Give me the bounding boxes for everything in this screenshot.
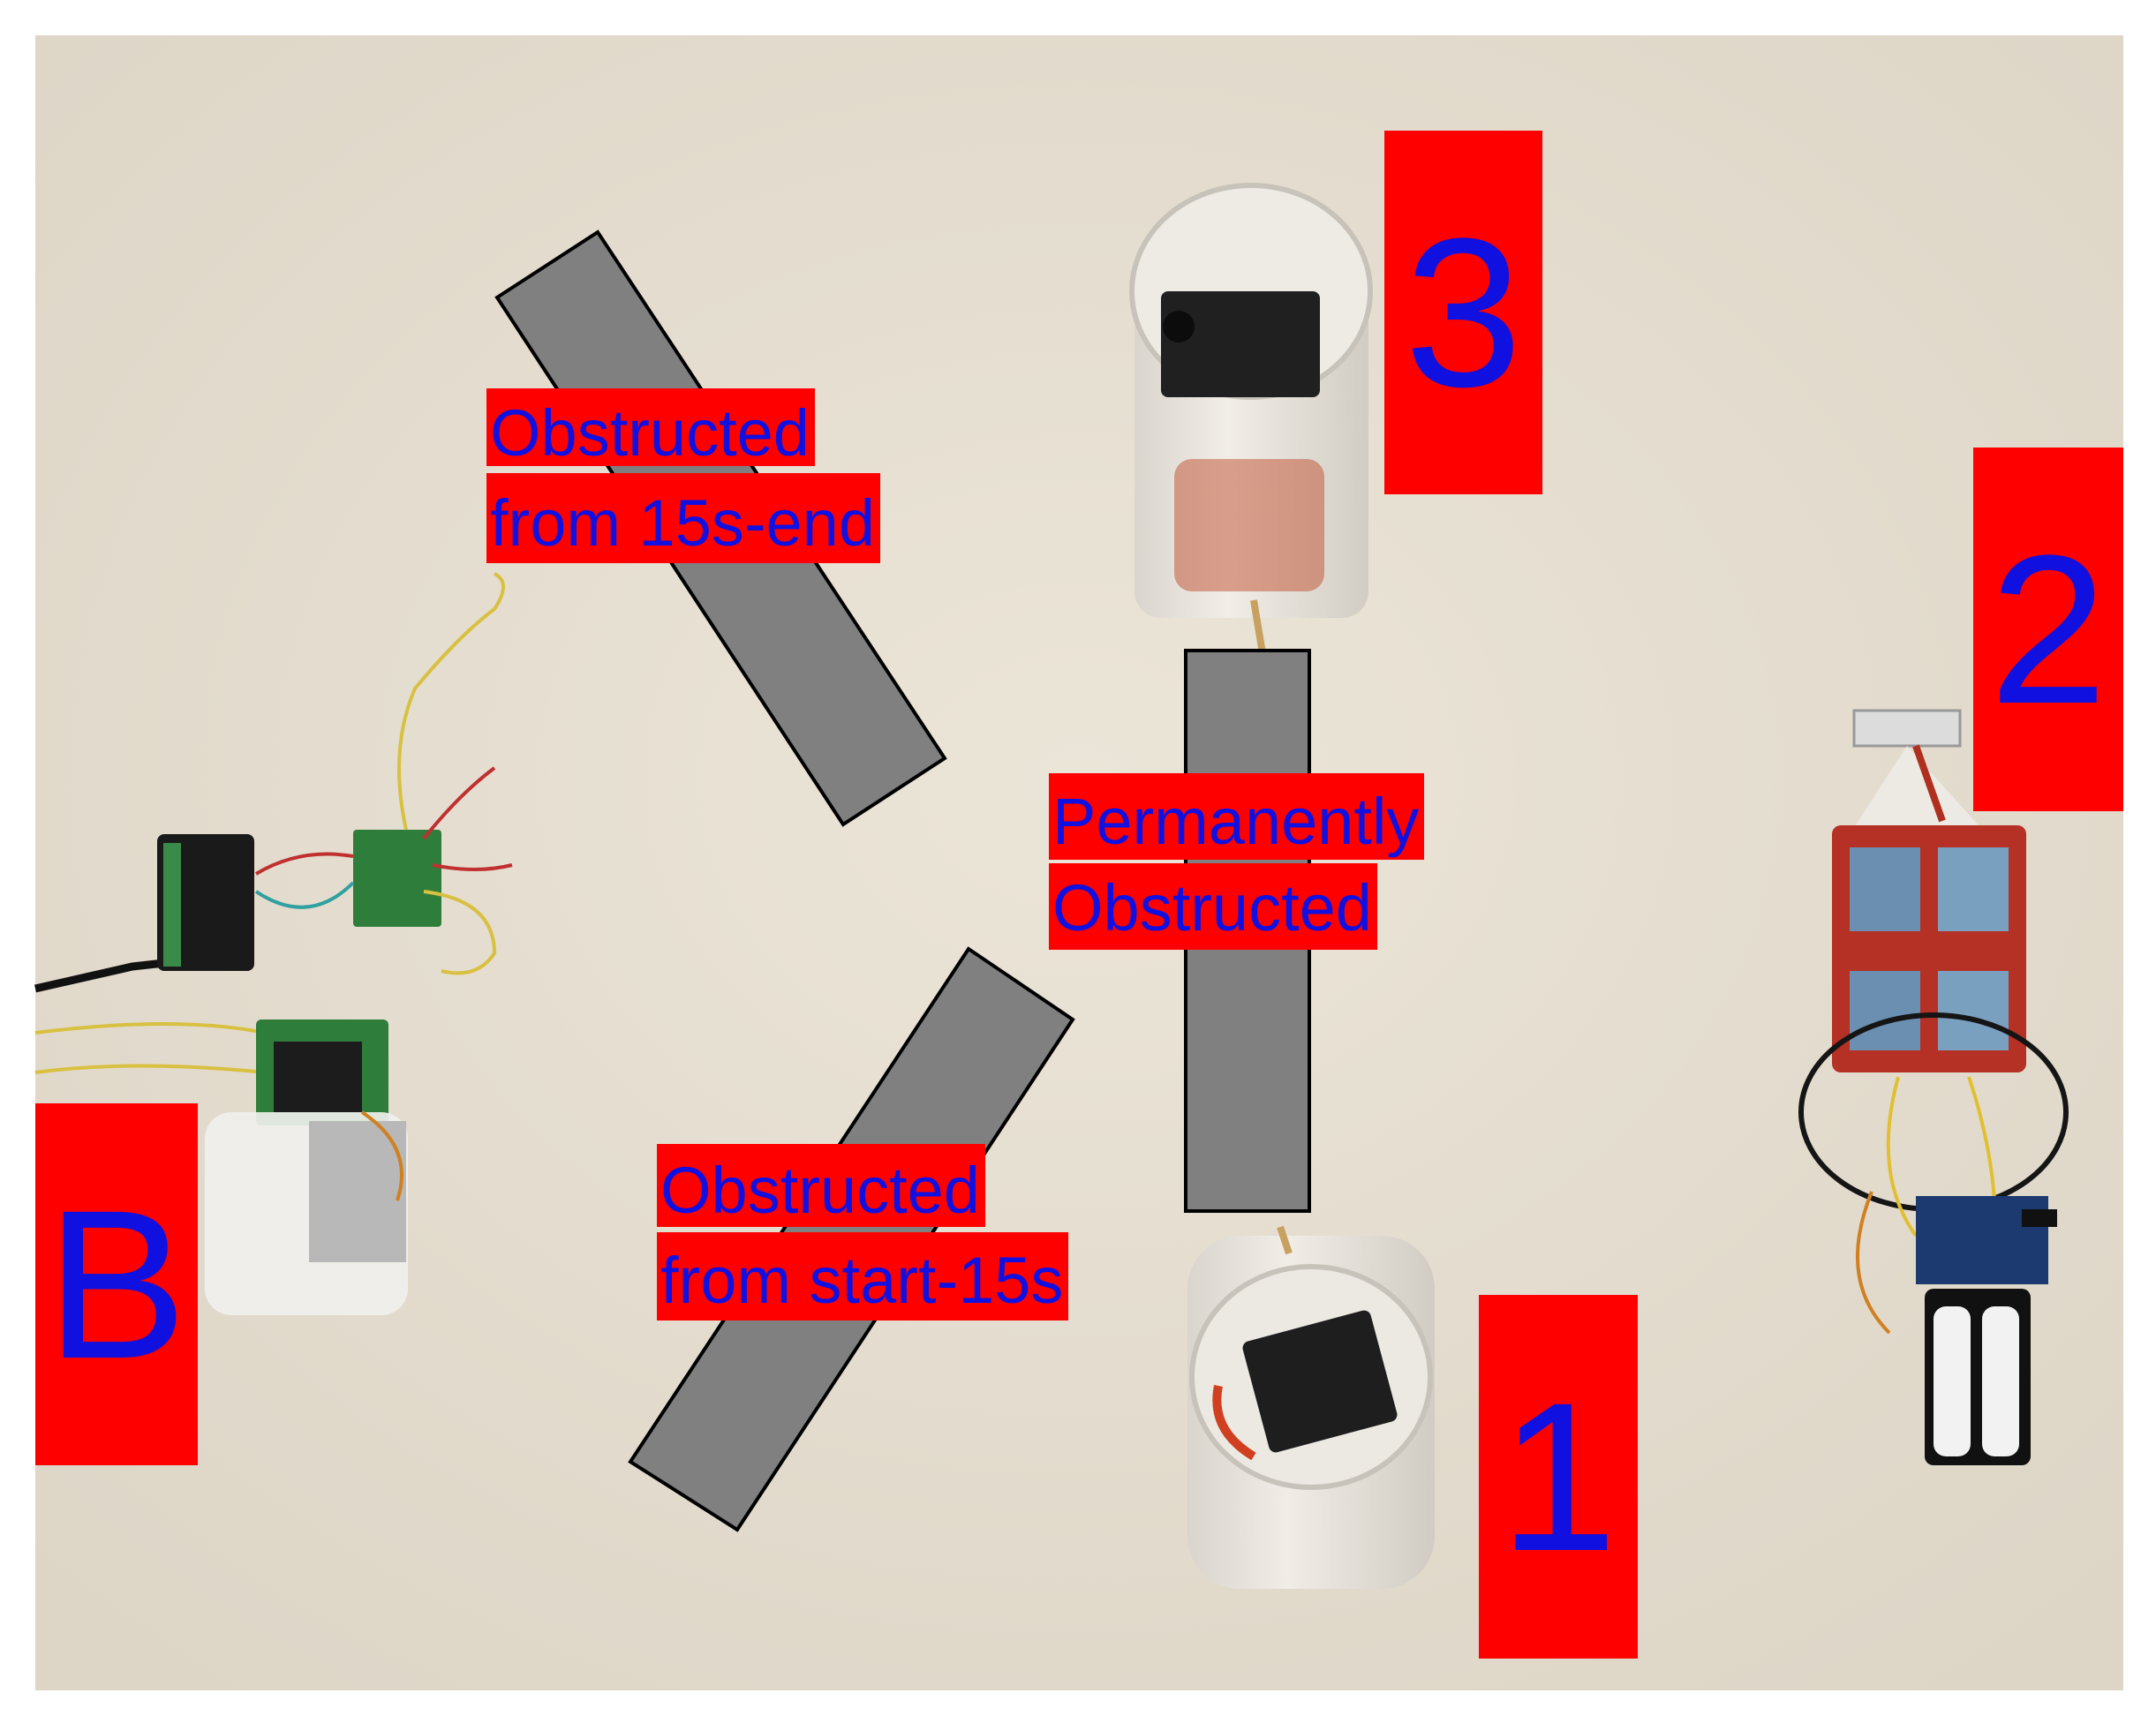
marker-node-2: 2 xyxy=(1973,448,2123,811)
obstacle-top-left-label-line2: from 15s-end xyxy=(486,473,880,563)
obstacle-bottom-label-line1: Obstructed xyxy=(657,1144,985,1227)
marker-node-1: 1 xyxy=(1479,1295,1638,1659)
marker-base-station: B xyxy=(35,1103,198,1465)
obstacle-center-label-line1: Permanently xyxy=(1049,773,1425,860)
node-2-hardware xyxy=(1798,709,2069,1465)
obstacle-top-left-label-line1: Obstructed xyxy=(486,388,815,466)
node-1-hardware xyxy=(1187,1225,1435,1589)
obstacle-center-label-line2: Obstructed xyxy=(1049,863,1377,950)
marker-node-3: 3 xyxy=(1384,131,1542,494)
obstacle-bottom-label-line2: from start-15s xyxy=(657,1232,1069,1320)
base-station-hardware xyxy=(34,572,513,1315)
node-3-hardware xyxy=(1129,183,1373,654)
